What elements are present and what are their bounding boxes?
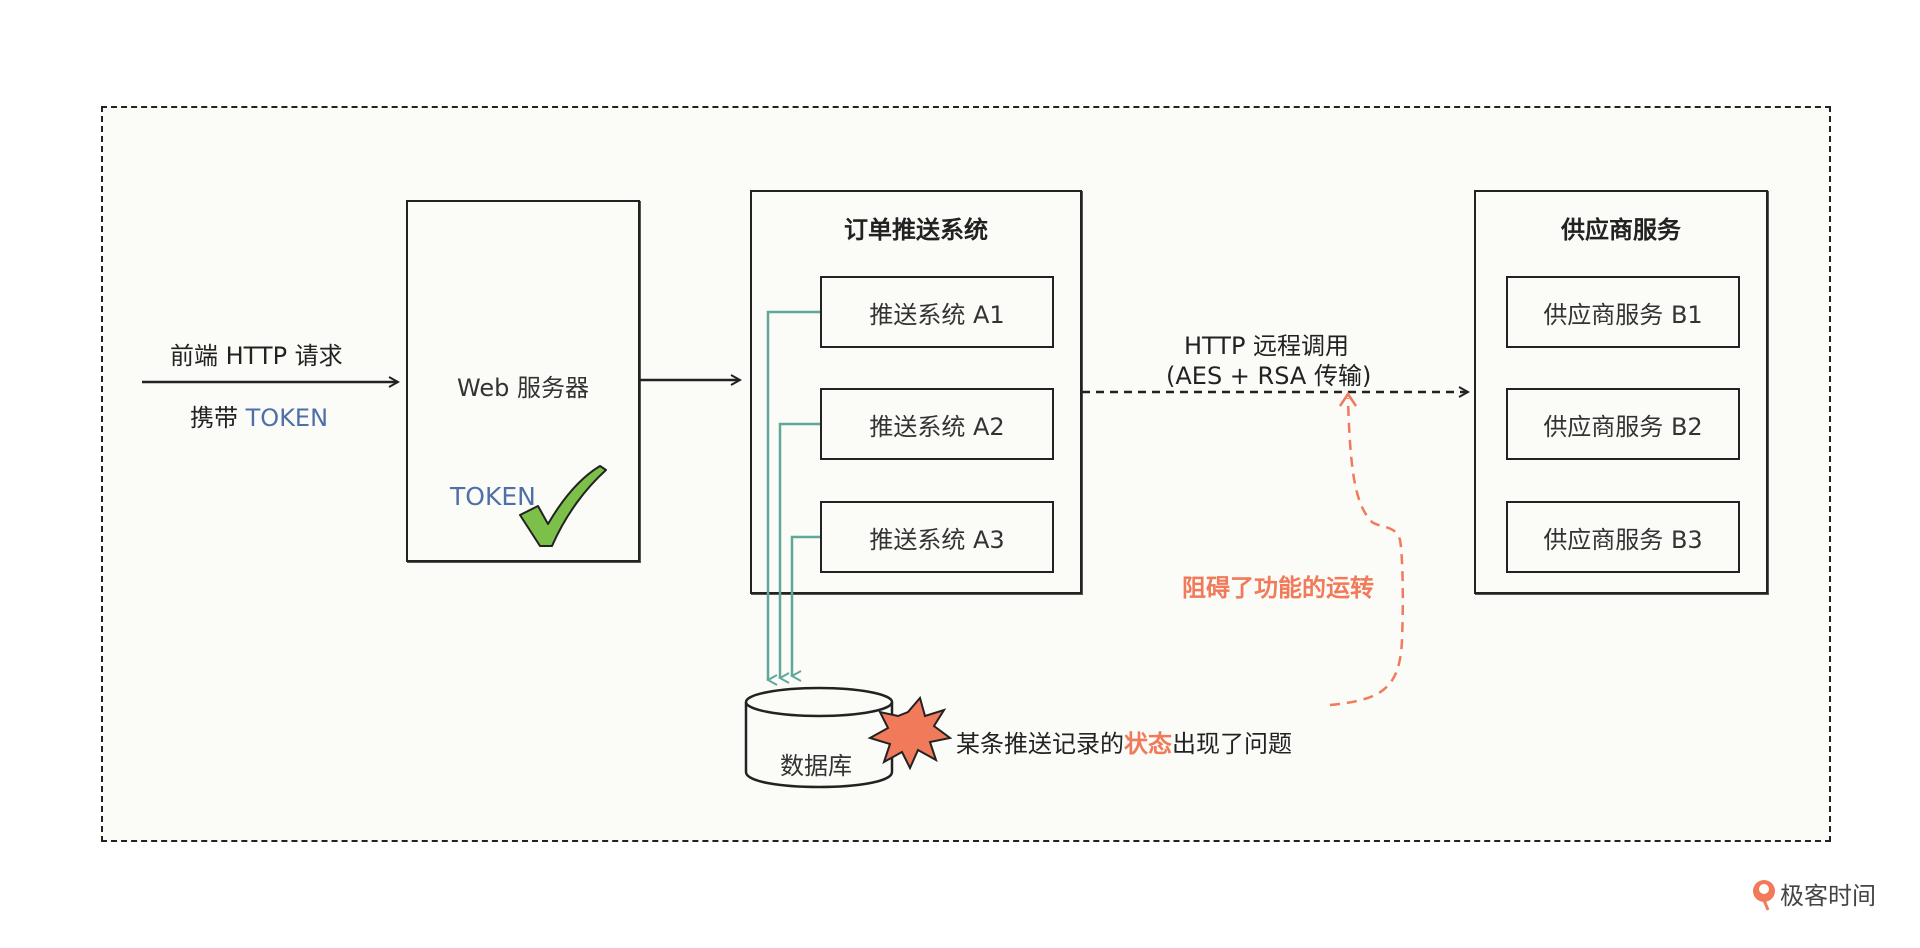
impact-curve — [1329, 397, 1405, 707]
problem-burst-icon — [867, 695, 953, 771]
remote-call-label: HTTP 远程调用 — [1184, 332, 1350, 360]
web-server-token: TOKEN — [450, 482, 536, 511]
a2-to-db-line — [780, 422, 820, 678]
web-server-box: Web 服务器 TOKEN — [406, 200, 640, 562]
problem-label: 某条推送记录的状态出现了问题 — [956, 724, 1292, 759]
impact-label: 阻碍了功能的运转 — [1182, 574, 1374, 602]
brand-logo-icon — [1753, 880, 1775, 911]
a1-to-db-line — [768, 310, 820, 680]
frontend-request-label: 前端 HTTP 请求 — [170, 342, 343, 370]
supplier-service-b1: 供应商服务 B1 — [1506, 276, 1740, 348]
encryption-label: (AES + RSA 传输) — [1166, 362, 1372, 390]
database-icon — [744, 686, 894, 789]
carry-token-keyword: TOKEN — [245, 404, 329, 432]
impact-arrowhead — [1338, 391, 1358, 407]
database-label: 数据库 — [780, 752, 852, 780]
order-push-system-title: 订单推送系统 — [844, 216, 988, 244]
carry-token-prefix: 携带 — [190, 404, 246, 432]
problem-prefix: 某条推送记录的 — [956, 730, 1124, 758]
brand-label: 极客时间 — [1780, 882, 1876, 910]
supplier-service-title: 供应商服务 — [1561, 216, 1681, 244]
supplier-service-b3: 供应商服务 B3 — [1506, 501, 1740, 573]
push-system-a3: 推送系统 A3 — [820, 501, 1054, 573]
push-system-a2: 推送系统 A2 — [820, 388, 1054, 460]
push-system-a1: 推送系统 A1 — [820, 276, 1054, 348]
problem-suffix: 出现了问题 — [1172, 730, 1292, 758]
carry-token-label: 携带 TOKEN — [190, 398, 328, 433]
problem-highlight: 状态 — [1124, 730, 1172, 758]
check-icon — [519, 465, 607, 547]
web-server-label: Web 服务器 — [457, 374, 589, 402]
a3-to-db-line — [792, 535, 820, 676]
supplier-service-b2: 供应商服务 B2 — [1506, 388, 1740, 460]
